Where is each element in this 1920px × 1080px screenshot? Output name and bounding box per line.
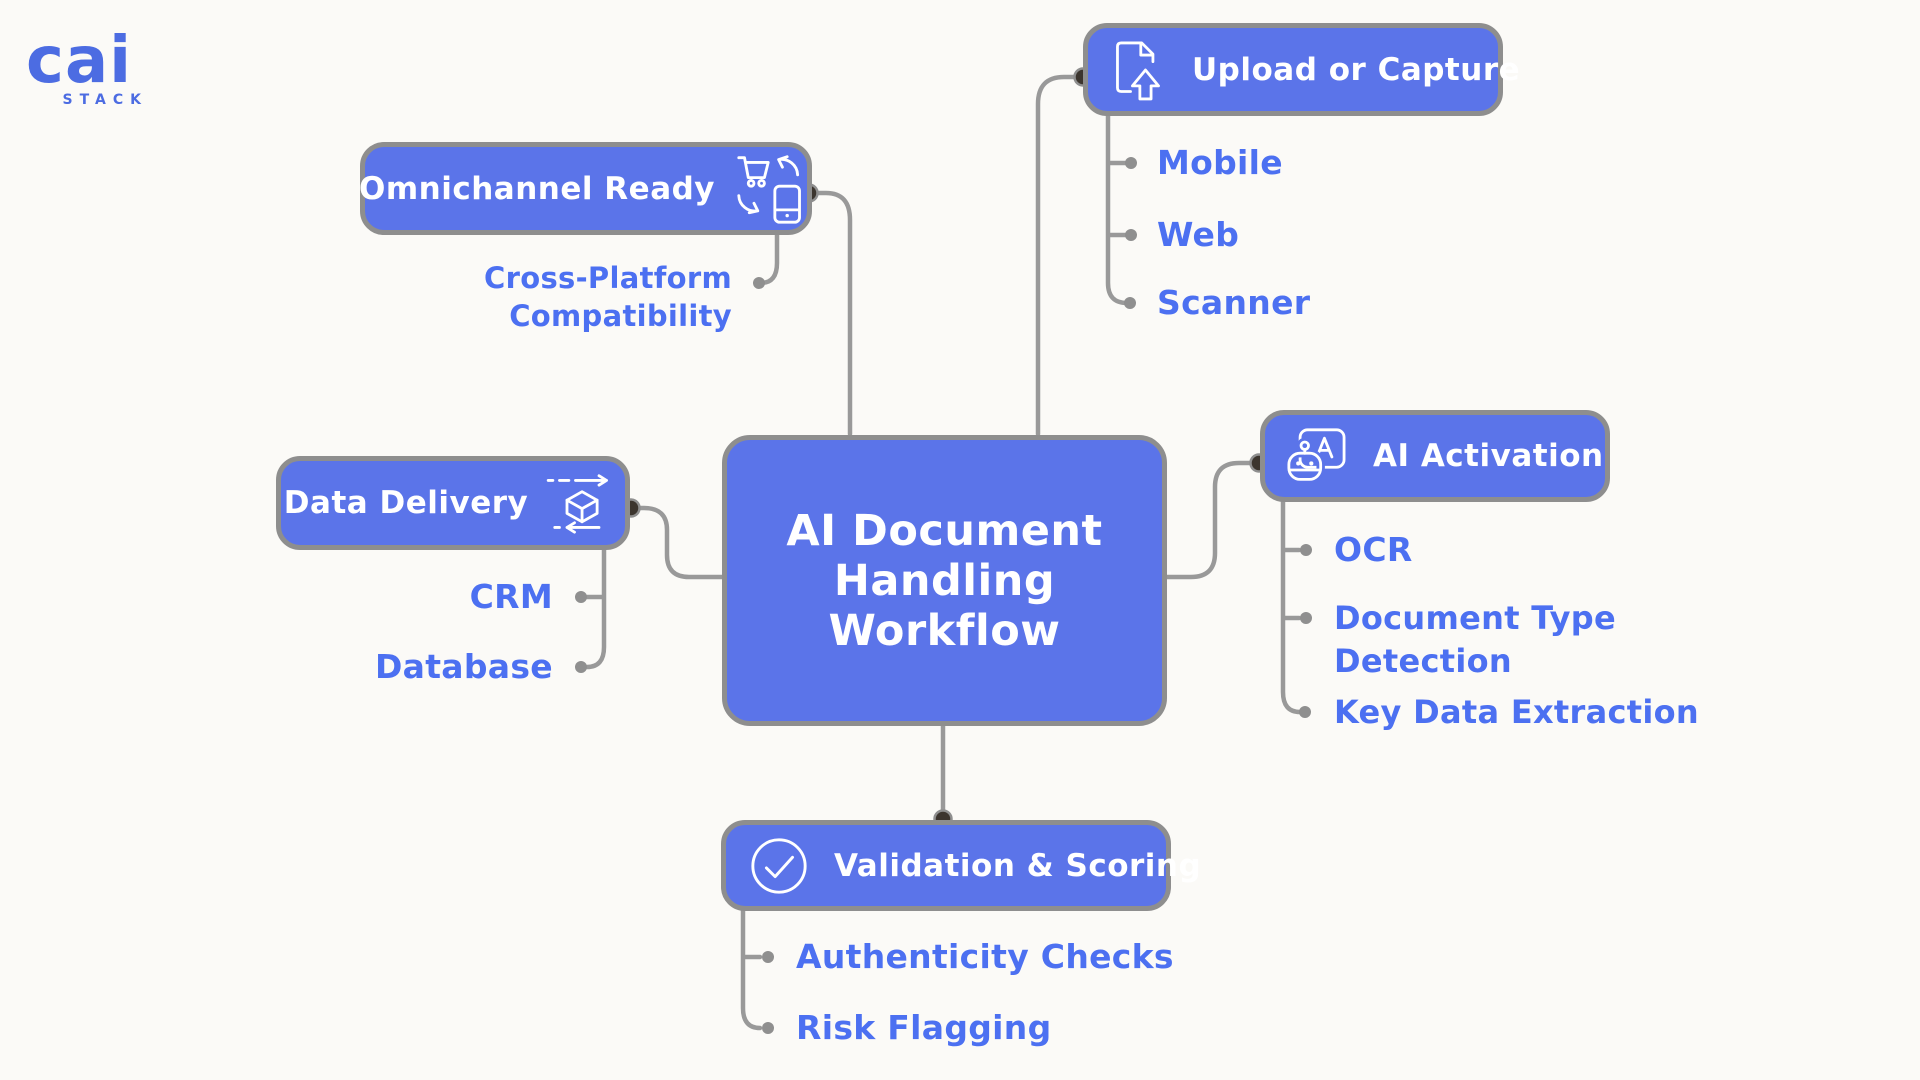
node-validation-scoring: Validation & Scoring xyxy=(721,820,1201,911)
child-label-crm: CRM xyxy=(469,577,553,616)
central-title-line: AI Document xyxy=(786,505,1103,556)
logo-brand-text: cai xyxy=(26,24,133,98)
child-dot xyxy=(1299,706,1311,718)
branch-validation-children xyxy=(740,907,763,1031)
child-label-web: Web xyxy=(1157,215,1240,254)
child-dot xyxy=(753,277,765,289)
logo-sub-text: STACK xyxy=(62,92,148,108)
check-circle-icon xyxy=(751,837,807,894)
node-label: Upload or Capture xyxy=(1192,51,1521,88)
child-dot xyxy=(1125,157,1137,169)
child-dot xyxy=(1300,544,1312,556)
node-label: AI Activation xyxy=(1373,438,1604,474)
child-dot xyxy=(1125,229,1137,241)
child-dot xyxy=(575,661,587,673)
branch-upload-children xyxy=(1105,112,1130,306)
node-upload-or-capture: Upload or Capture xyxy=(1083,23,1520,116)
central-title-line: Workflow xyxy=(828,605,1061,656)
branch-aiactivation-children xyxy=(1280,498,1303,715)
document-upload-icon xyxy=(1116,41,1163,102)
child-label-cross-platform-compatibility: Cross-Platform Compatibility xyxy=(484,261,732,333)
package-transfer-icon xyxy=(546,474,609,534)
child-dot xyxy=(1300,612,1312,624)
child-label-document-type-detection: Document Type Detection xyxy=(1334,599,1616,680)
node-label: Omnichannel Ready xyxy=(359,170,716,207)
child-label-key-data-extraction: Key Data Extraction xyxy=(1334,693,1699,731)
child-label-authenticity-checks: Authenticity Checks xyxy=(796,937,1174,976)
central-title-line: Handling xyxy=(833,555,1056,606)
node-data-delivery: Data Delivery xyxy=(276,456,630,550)
child-dot xyxy=(762,1022,774,1034)
node-label: Validation & Scoring xyxy=(834,847,1202,884)
connector-datadelivery-central xyxy=(628,505,726,580)
cai-stack-logo: cai STACK xyxy=(26,24,148,108)
child-dot xyxy=(575,591,587,603)
cart-phone-sync-icon xyxy=(737,154,801,224)
branch-datadelivery-children xyxy=(584,546,607,670)
node-ai-activation: AI Activation xyxy=(1260,410,1610,502)
child-label-scanner: Scanner xyxy=(1157,283,1311,322)
robot-board-icon xyxy=(1285,428,1346,484)
child-label-risk-flagging: Risk Flagging xyxy=(796,1008,1052,1047)
child-dot xyxy=(1124,297,1136,309)
node-omnichannel-ready: Omnichannel Ready xyxy=(359,142,812,235)
node-label: Data Delivery xyxy=(283,485,529,521)
node-central-ai-document-handling-workflow: AI Document Handling Workflow xyxy=(722,435,1167,726)
child-label-mobile: Mobile xyxy=(1157,143,1283,182)
child-label-database: Database xyxy=(374,647,553,686)
connector-central-aiactivation xyxy=(1163,460,1262,580)
branch-omnichannel-child xyxy=(758,231,780,286)
connector-omnichannel-central xyxy=(806,190,853,437)
connector-upload-central xyxy=(1035,74,1086,437)
child-dot xyxy=(762,951,774,963)
child-label-ocr: OCR xyxy=(1334,530,1413,569)
